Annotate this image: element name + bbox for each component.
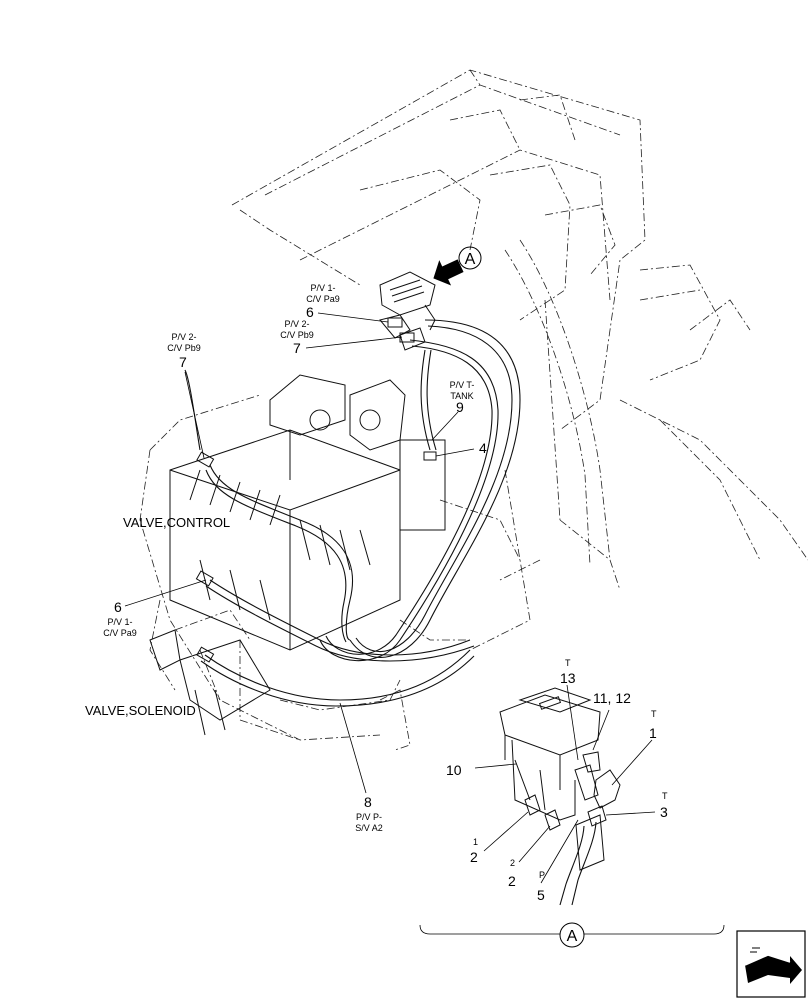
callout-pv-p-sv-a2: P/V P-S/V A2	[355, 812, 383, 833]
callout-pv2-cv-pb9-mid: P/V 2-C/V Pb9	[280, 319, 314, 340]
svg-text:P/V 1-C/V Pa9: P/V 1-C/V Pa9	[103, 617, 137, 638]
callout-number-7-left: 7	[179, 354, 187, 370]
next-page-arrow-icon[interactable]	[736, 930, 806, 998]
callout-pv1-cv-pa9-left: P/V 1-C/V Pa9	[103, 617, 137, 638]
detail-number-10: 10	[446, 762, 462, 778]
control-valve-block	[149, 374, 446, 736]
detail-number-11-12: 11, 12	[593, 690, 631, 706]
detail-number-13: 13	[560, 670, 576, 686]
svg-text:A: A	[567, 928, 578, 945]
label-valve-control: VALVE,CONTROL	[123, 515, 230, 530]
svg-text:P/V 2-C/V Pb9: P/V 2-C/V Pb9	[167, 332, 201, 353]
detail-t-right: T	[651, 709, 657, 719]
detail-a-pilot-valve	[499, 687, 621, 906]
svg-text:P/V P-S/V A2: P/V P-S/V A2	[355, 812, 383, 833]
detail-number-2b: 2	[508, 873, 516, 889]
detail-t-lower: T	[662, 791, 668, 801]
callout-pv-t-tank: P/V T-TANK	[450, 380, 475, 401]
view-a-pointer-arrow	[433, 259, 464, 286]
detail-sub-1: 1	[473, 837, 478, 847]
detail-number-2a: 2	[470, 849, 478, 865]
detail-sub-2: 2	[510, 858, 515, 868]
callout-pv2-cv-pb9-left: P/V 2-C/V Pb9	[167, 332, 201, 353]
detail-a-bracket	[419, 924, 725, 935]
detail-number-5: 5	[537, 887, 545, 903]
hose-routing	[184, 319, 521, 707]
svg-text:P/V 1-C/V Pa9: P/V 1-C/V Pa9	[306, 283, 340, 304]
callout-number-8: 8	[364, 794, 372, 810]
detail-number-1: 1	[649, 725, 657, 741]
detail-p: P	[539, 870, 545, 880]
detail-number-3: 3	[660, 804, 668, 820]
callout-number-6-left: 6	[114, 599, 122, 615]
callout-number-6-top: 6	[306, 304, 314, 320]
detail-a-leader-lines	[474, 684, 656, 884]
svg-text:A: A	[465, 251, 476, 268]
detail-a-marker: A	[559, 922, 585, 948]
svg-text:P/V 2-C/V Pb9: P/V 2-C/V Pb9	[280, 319, 314, 340]
detail-t-top: T	[565, 658, 571, 668]
view-a-marker-top: A	[458, 246, 482, 270]
leader-lines	[124, 312, 475, 794]
machine-frame-phantom	[139, 69, 808, 751]
label-valve-solenoid: VALVE,SOLENOID	[85, 703, 196, 718]
callout-number-7-mid: 7	[293, 340, 301, 356]
callout-number-4: 4	[479, 440, 487, 456]
callout-number-9: 9	[456, 399, 464, 415]
callout-pv1-cv-pa9-top: P/V 1-C/V Pa9	[306, 283, 340, 304]
svg-text:P/V T-TANK: P/V T-TANK	[450, 380, 475, 401]
